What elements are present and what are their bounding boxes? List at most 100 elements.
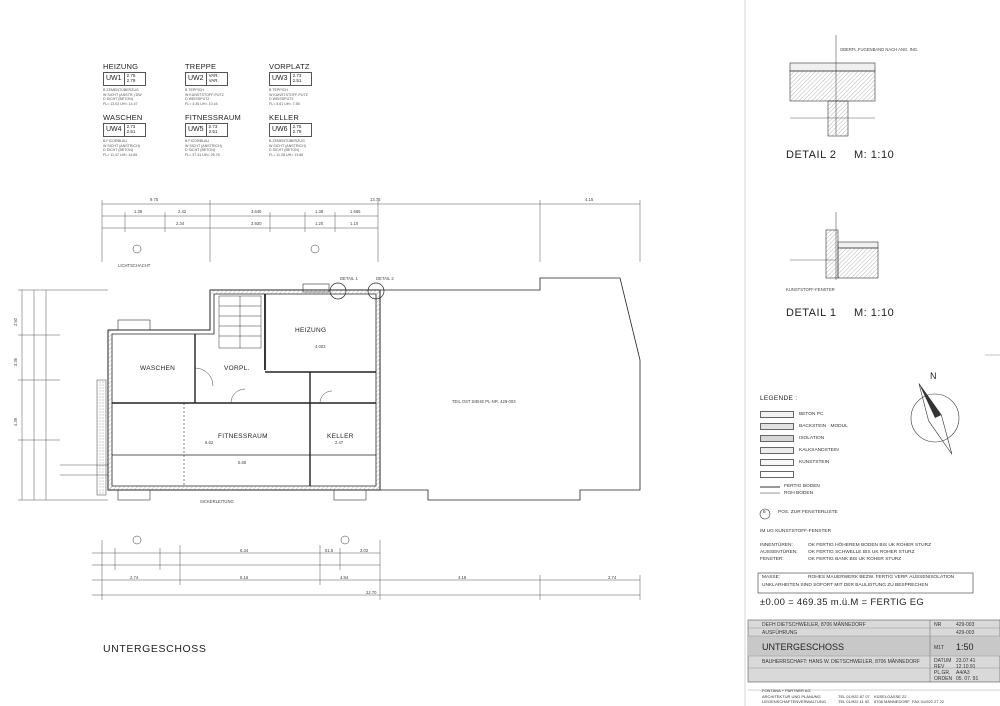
room-type-name: TREPPE <box>185 62 217 71</box>
legend-label: BACKSTEIN · MODUL <box>799 424 848 429</box>
room-label-waschen: WASCHEN <box>140 365 176 372</box>
legend-swatch <box>760 459 794 466</box>
legend-item: BACKSTEIN · MODUL <box>760 423 848 430</box>
dim-bottom2-5: 2.74 <box>608 575 617 580</box>
room-type-line: D SICHT (BETON) <box>269 148 300 153</box>
legend-swatch <box>760 423 794 430</box>
legend-swatch <box>760 471 794 478</box>
room-label-heizung: HEIZUNG <box>295 327 327 334</box>
room-type-value-1: VAR. <box>208 73 219 78</box>
dim-bottom2-1: 2.74 <box>130 575 139 580</box>
room-type-code: UW5 <box>185 123 207 137</box>
sickerleitung-label: SICKERLEITUNG <box>200 499 234 504</box>
dim-inner-2: 6.62 <box>205 440 214 445</box>
plan-east-outline <box>380 277 641 501</box>
room-type-value-2: 2.79 <box>292 129 302 134</box>
room-type-line: D SICHT (BETON) <box>103 97 134 102</box>
detail-2-callout <box>367 282 385 300</box>
legend-item: BETON PC <box>760 411 823 418</box>
detail-2-note: OBERFL.FUGENBAND NACH ANG. ING. <box>840 47 919 52</box>
legend-title: LEGENDE : <box>760 395 798 402</box>
room-type-value-2: VAR. <box>208 78 219 83</box>
tb-orden-label: ORDEN <box>934 676 953 682</box>
tb-addr1: KÜSELGASSE 22 <box>874 694 907 699</box>
dim-top-3: 4.15 <box>585 197 594 202</box>
pos-label: POS. ZUR FENSTERLISTE <box>778 510 838 515</box>
tb-scale-value: 1:50 <box>956 642 974 652</box>
room-type-name: KELLER <box>269 113 299 122</box>
dim-bottom-3: 3.02 <box>360 548 369 553</box>
tb-rev-label: REV <box>934 664 945 670</box>
tb-tel2: TEL 01/922 11 92 <box>838 699 870 704</box>
masse-box <box>757 572 974 594</box>
tb-firm-line2: ARCHITEKTUR UND PLANUNG <box>762 694 821 699</box>
room-type-line: B FICORBLAU <box>103 139 127 143</box>
room-type-line: FL= 11.47 UH= 14.65 <box>103 152 138 157</box>
tb-nr2-value: 429-003 <box>956 630 975 636</box>
legend-swatch <box>760 411 794 418</box>
dim-left-3: 4.39 <box>12 418 18 427</box>
aussen-value: OK FERTIG SCHWELLE BIS UK ROHER STURZ <box>808 550 915 555</box>
fertig-boden-label: FERTIG BODEN <box>784 484 820 489</box>
pos-marker-number: 6 <box>763 510 766 515</box>
floor-title: UNTERGESCHOSS <box>103 643 207 655</box>
dim-bottom2-3: 4.84 <box>340 575 349 580</box>
room-type-line: B ZEMENTÜBERZUG <box>103 88 139 92</box>
masse-label: MASSE: <box>762 575 781 580</box>
tb-firm: FONTANA + PARTNER AG <box>762 688 811 693</box>
north-label: N <box>930 371 937 381</box>
detail-1-note: KUNSTSTOFF-FENSTER <box>786 287 835 292</box>
dim-top3-3: 1.20 <box>315 221 324 226</box>
tb-orden-value: 05. 07. 91 <box>956 676 979 682</box>
room-type-line: FL= 37.41 UH= 25.76 <box>185 152 220 157</box>
room-type-line: D WEISSPUTZ <box>269 97 294 102</box>
detail-2-title: DETAIL 2 <box>786 149 837 161</box>
room-type-value-2: 2.51 <box>208 129 218 134</box>
tb-rev-value: 12.10.91 <box>956 664 976 670</box>
room-type-code: UW6 <box>269 123 291 137</box>
tb-addr2: 8708 MÄNNEDORF <box>874 699 910 704</box>
room-type-line: W KUNSTSTOFF-PUTZ <box>269 92 308 97</box>
teil-ost-note: TEIL OST SIEHE PL-NR. 429-003 <box>452 399 516 404</box>
room-type-line: FL= 11.26 UH= 13.86 <box>269 152 304 157</box>
detail-1-mark: DETAIL 1 <box>340 276 358 281</box>
plan-walls <box>96 283 381 501</box>
legend-item: KUNSTSTEIN <box>760 459 829 466</box>
innen-label: INNENTÜREN: <box>760 543 793 548</box>
room-type-name: FITNESSRAUM <box>185 113 241 122</box>
legend-swatch <box>760 447 794 454</box>
dim-top3-2: 3.920 <box>251 221 262 226</box>
room-type-line: D WEISSPUTZ <box>185 97 210 102</box>
room-type-line: B FICORBLAU <box>185 139 209 143</box>
legend-label: KUNSTSTEIN <box>799 460 830 465</box>
top-dimension-chains <box>101 200 641 262</box>
dim-inner-4: 2.47 <box>335 440 344 445</box>
dim-inner-1: 4.003 <box>315 344 326 349</box>
tb-scale-label: M1T <box>934 645 944 651</box>
room-type-code: UW4 <box>103 123 125 137</box>
detail-1-callout <box>329 282 347 300</box>
roh-boden-label: ROH BODEN <box>784 491 814 496</box>
dim-top2-2: 2.42 <box>178 209 187 214</box>
dim-top2-1: 1.39 <box>134 209 143 214</box>
room-type-name: WASCHEN <box>103 113 143 122</box>
dim-bottom-1: 6.34 <box>240 548 249 553</box>
dim-top2-3: 3.645 <box>251 209 262 214</box>
legend-label: KALKSANDSTEIN <box>799 448 839 453</box>
dim-left-2: 3.36 <box>12 358 18 367</box>
tb-datum-label: DATUM <box>934 658 952 664</box>
detail-1-scale: M: 1:10 <box>854 307 895 319</box>
north-arrow <box>910 383 960 455</box>
room-label-vorpl: VORPL. <box>224 365 250 372</box>
dim-top3-1: 2.34 <box>176 221 185 226</box>
dim-bottom2-4: 4.18 <box>458 575 467 580</box>
room-type-line: FL= 13.02 UH= 14.47 <box>103 101 138 106</box>
window-markers <box>132 244 350 545</box>
legend-swatch <box>760 435 794 442</box>
room-type-code: UW3 <box>269 72 291 86</box>
room-type-line: W SICHT (ANSTRICH) <box>269 143 306 148</box>
